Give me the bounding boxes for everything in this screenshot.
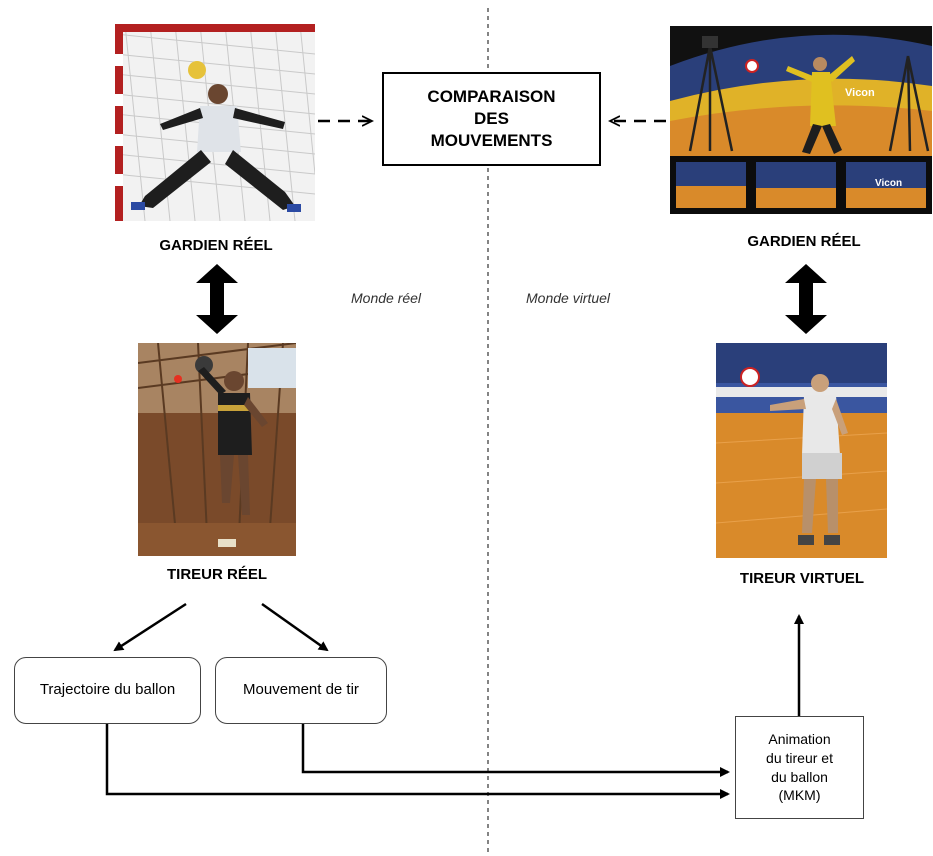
- virtual-shooter-caption: TIREUR VIRTUEL: [739, 570, 865, 587]
- double-arrow-right: [785, 264, 827, 334]
- comparison-box: COMPARAISON DES MOUVEMENTS: [382, 72, 601, 166]
- double-arrow-left: [196, 264, 238, 334]
- line-shot-to-animation: [301, 724, 730, 777]
- virtual-shooter-photo: [716, 343, 887, 558]
- virtual-goalkeeper-photo: Vicon Vicon: [670, 26, 932, 214]
- real-shooter-caption: TIREUR RÉEL: [166, 566, 267, 583]
- animation-box: Animation du tireur et du ballon (MKM): [735, 716, 864, 819]
- shot-movement-box: Mouvement de tir: [215, 657, 387, 724]
- virtual-world-label: Monde virtuel: [526, 290, 611, 306]
- ball-trajectory-box: Trajectoire du ballon: [14, 657, 201, 724]
- center-divider: [487, 8, 489, 856]
- arrow-to-shot-movement: [261, 602, 329, 652]
- svg-text:Vicon: Vicon: [845, 87, 875, 99]
- real-goalkeeper-caption: GARDIEN RÉEL: [159, 237, 273, 254]
- svg-text:Vicon: Vicon: [875, 178, 902, 189]
- real-world-label: Monde réel: [351, 290, 422, 306]
- real-goalkeeper-photo: [115, 24, 315, 221]
- arrow-to-trajectory: [113, 602, 187, 652]
- real-shooter-photo: [138, 343, 296, 556]
- line-trajectory-to-animation: [105, 724, 730, 799]
- virtual-goalkeeper-caption: GARDIEN RÉEL: [747, 233, 861, 250]
